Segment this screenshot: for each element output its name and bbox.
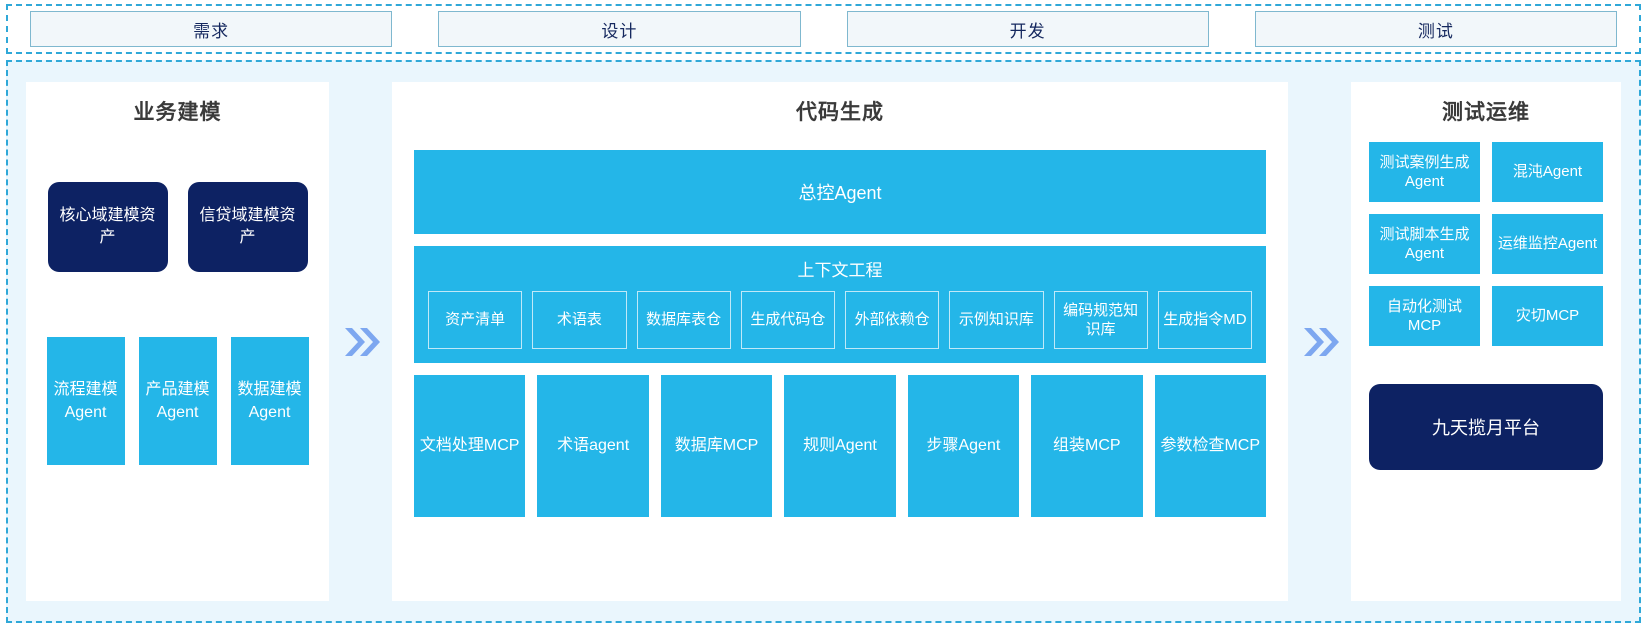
asset-label: 信贷域建模资产 [199, 207, 296, 246]
tools-row: 文档处理MCP 术语agent 数据库MCP 规则Agent 步骤Agent [414, 375, 1266, 517]
context-item-label: 外部依赖仓 [854, 311, 930, 329]
asset-row: 核心域建模资产 信贷域建模资产 [26, 182, 329, 272]
phase-label: 需求 [193, 21, 230, 41]
tool-label: 组装MCP [1053, 437, 1121, 455]
tool-box-rule-agent[interactable]: 规则Agent [784, 375, 896, 517]
center-inner: 总控Agent 上下文工程 资产清单 术语表 数据库表仓 [392, 150, 1288, 517]
phase-label: 设计 [601, 21, 638, 41]
double-chevron-right-icon [1288, 82, 1351, 601]
right-inner: 测试案例生成Agent 混沌Agent 测试脚本生成Agent 运维监控Agen… [1351, 142, 1621, 470]
agent-box-product-modeling[interactable]: 产品建模Agent [138, 337, 217, 465]
ops-box-disaster-switch-mcp[interactable]: 灾切MCP [1492, 286, 1603, 346]
panel-title: 业务建模 [133, 101, 222, 124]
context-item-label: 生成指令MD [1163, 311, 1247, 329]
asset-box-credit-domain[interactable]: 信贷域建模资产 [187, 182, 308, 272]
asset-label: 核心域建模资产 [59, 207, 156, 246]
agent-label: 数据建模Agent [237, 380, 302, 421]
asset-box-core-domain[interactable]: 核心域建模资产 [47, 182, 168, 272]
agent-row: 流程建模Agent 产品建模Agent 数据建模Agent [26, 337, 329, 465]
context-item-glossary[interactable]: 术语表 [532, 291, 627, 349]
tool-box-database-mcp[interactable]: 数据库MCP [660, 375, 773, 517]
context-item-example-knowledge-base[interactable]: 示例知识库 [949, 291, 1044, 349]
tool-label: 规则Agent [803, 437, 877, 455]
ops-box-test-case-generation-agent[interactable]: 测试案例生成Agent [1369, 142, 1480, 202]
context-engineering-title: 上下文工程 [797, 261, 883, 280]
tool-label: 文档处理MCP [419, 437, 520, 455]
context-engineering-block: 上下文工程 资产清单 术语表 数据库表仓 生成代码仓 [414, 246, 1266, 363]
tool-label: 术语agent [557, 437, 630, 455]
agent-label: 产品建模Agent [145, 380, 210, 421]
context-item-label: 编码规范知识库 [1063, 301, 1139, 339]
panel-code-generation: 代码生成 总控Agent 上下文工程 资产清单 术语表 [392, 82, 1288, 601]
context-item-external-dependency-repo[interactable]: 外部依赖仓 [845, 291, 940, 349]
tool-label: 参数检查MCP [1160, 437, 1261, 455]
context-item-label: 术语表 [556, 311, 602, 329]
ops-box-chaos-agent[interactable]: 混沌Agent [1492, 142, 1603, 202]
ops-label: 混沌Agent [1512, 163, 1583, 181]
context-items-row: 资产清单 术语表 数据库表仓 生成代码仓 外部依赖仓 [428, 291, 1252, 349]
agent-box-data-modeling[interactable]: 数据建模Agent [230, 337, 309, 465]
platform-label: 九天揽月平台 [1432, 418, 1540, 438]
platform-box-jiutian-lanyue[interactable]: 九天揽月平台 [1369, 384, 1603, 470]
tool-box-document-processing-mcp[interactable]: 文档处理MCP [414, 375, 526, 517]
context-item-generation-instruction-md[interactable]: 生成指令MD [1157, 291, 1252, 349]
double-chevron-right-icon [329, 82, 392, 601]
context-item-coding-standard-knowledge-base[interactable]: 编码规范知识库 [1053, 291, 1148, 349]
tool-box-step-agent[interactable]: 步骤Agent [907, 375, 1020, 517]
main-area: 业务建模 核心域建模资产 信贷域建模资产 流程建模Agent 产品建模Agent… [6, 60, 1641, 623]
tool-box-assembly-mcp[interactable]: 组装MCP [1031, 375, 1143, 517]
ops-label: 自动化测试MCP [1386, 297, 1462, 335]
panel-title: 测试运维 [1442, 101, 1530, 124]
ops-label: 测试脚本生成Agent [1379, 225, 1470, 263]
master-agent-banner[interactable]: 总控Agent [414, 150, 1266, 234]
panel-title: 代码生成 [796, 101, 884, 124]
phase-label: 开发 [1009, 21, 1046, 41]
agent-box-process-modeling[interactable]: 流程建模Agent [46, 337, 125, 465]
tool-box-parameter-check-mcp[interactable]: 参数检查MCP [1154, 375, 1266, 517]
context-item-label: 生成代码仓 [750, 311, 826, 329]
tool-label: 数据库MCP [674, 437, 759, 455]
context-item-generated-code-repo[interactable]: 生成代码仓 [740, 291, 835, 349]
phase-label: 测试 [1417, 21, 1454, 41]
phase-strip: 需求 设计 开发 测试 [6, 4, 1641, 54]
ops-label: 测试案例生成Agent [1379, 153, 1470, 191]
ops-box-automated-test-mcp[interactable]: 自动化测试MCP [1369, 286, 1480, 346]
phase-box-testing[interactable]: 测试 [1254, 11, 1617, 47]
ops-grid: 测试案例生成Agent 混沌Agent 测试脚本生成Agent 运维监控Agen… [1369, 142, 1603, 346]
ops-box-operations-monitoring-agent[interactable]: 运维监控Agent [1492, 214, 1603, 274]
context-item-db-table-repo[interactable]: 数据库表仓 [636, 291, 731, 349]
panel-business-modeling: 业务建模 核心域建模资产 信贷域建模资产 流程建模Agent 产品建模Agent… [26, 82, 329, 601]
panel-test-operations: 测试运维 测试案例生成Agent 混沌Agent 测试脚本生成Agent 运维监… [1351, 82, 1621, 601]
phase-box-design[interactable]: 设计 [438, 11, 801, 47]
context-item-label: 示例知识库 [958, 311, 1034, 329]
ops-label: 运维监控Agent [1497, 235, 1598, 253]
tool-label: 步骤Agent [926, 437, 1001, 455]
tool-box-glossary-agent[interactable]: 术语agent [537, 375, 649, 517]
context-item-label: 资产清单 [445, 311, 506, 329]
agent-label: 流程建模Agent [53, 380, 118, 421]
ops-label: 灾切MCP [1515, 307, 1580, 325]
master-agent-label: 总控Agent [798, 183, 882, 203]
phase-box-development[interactable]: 开发 [846, 11, 1209, 47]
phase-box-requirements[interactable]: 需求 [30, 11, 393, 47]
context-item-label: 数据库表仓 [646, 311, 722, 329]
ops-box-test-script-generation-agent[interactable]: 测试脚本生成Agent [1369, 214, 1480, 274]
context-item-asset-list[interactable]: 资产清单 [428, 291, 523, 349]
